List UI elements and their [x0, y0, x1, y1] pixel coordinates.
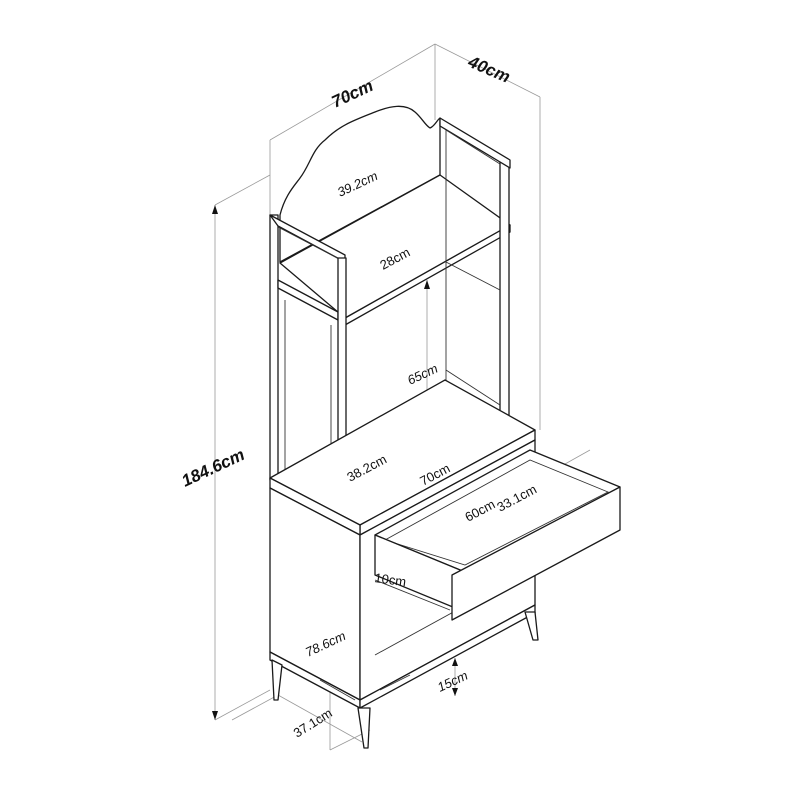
leg-front-left: [357, 707, 371, 749]
leg-back-left: [271, 659, 283, 701]
label-total-depth: 40cm: [465, 52, 513, 87]
drawer-front: [451, 486, 621, 621]
label-leg-height: 15cm: [435, 668, 470, 695]
label-total-height: 184.6cm: [179, 445, 248, 491]
left-frame-upper: [269, 214, 279, 481]
decorative-backboard: [279, 105, 441, 263]
label-total-width: 70cm: [329, 76, 376, 112]
leg-front-right: [524, 611, 539, 641]
label-drawer-height: 10cm: [374, 570, 408, 589]
label-middle-section-height: 65cm: [405, 361, 440, 388]
bookcase: [269, 105, 621, 749]
